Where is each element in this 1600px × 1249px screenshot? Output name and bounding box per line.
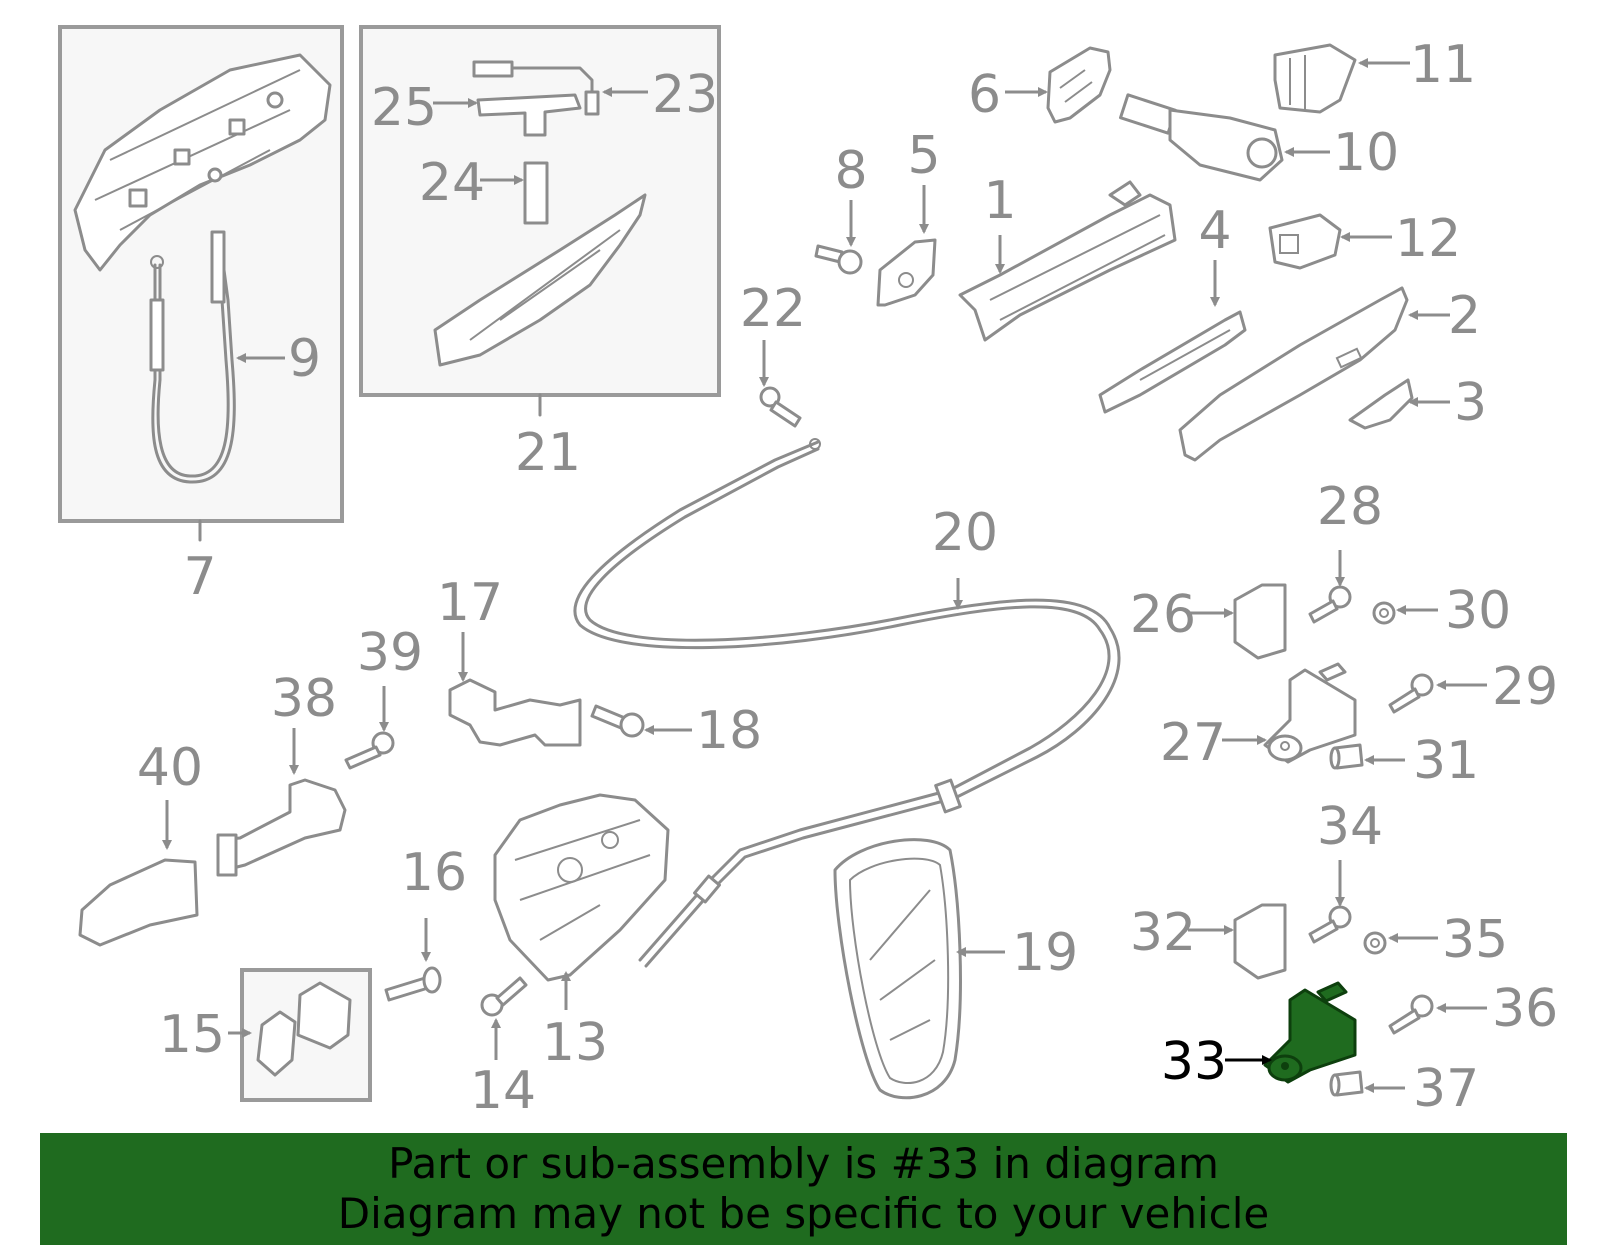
bracket-17-part — [448, 678, 582, 747]
bolt-28-part — [1308, 585, 1352, 624]
group-box-21 — [359, 25, 721, 417]
handle-frame-1-part — [958, 180, 1177, 342]
callout-23: 23 — [652, 65, 718, 125]
sleeve-37-part — [1329, 1070, 1364, 1097]
rod-4-part — [1098, 310, 1247, 414]
lock-cylinder-10-part — [1119, 93, 1284, 182]
clip-24-part — [523, 161, 549, 225]
latch-13-part — [493, 793, 670, 982]
callout-2: 2 — [1448, 286, 1481, 346]
bolt-34-part — [1308, 905, 1352, 944]
callout-3: 3 — [1454, 373, 1487, 433]
callout-14: 14 — [470, 1061, 536, 1121]
callout-26: 26 — [1130, 585, 1196, 645]
callout-33: 33 — [1161, 1032, 1227, 1092]
callout-24: 24 — [419, 153, 485, 213]
callout-40: 40 — [137, 738, 203, 798]
callout-16: 16 — [401, 843, 467, 903]
release-cable-part — [149, 230, 236, 484]
callout-4: 4 — [1198, 201, 1231, 261]
callout-20: 20 — [932, 503, 998, 563]
group-box-7 — [58, 25, 344, 542]
callout-28: 28 — [1317, 477, 1383, 537]
callout-25: 25 — [371, 78, 437, 138]
callout-21: 21 — [515, 423, 581, 483]
hinge-plate-32-part — [1233, 903, 1287, 980]
callout-10: 10 — [1333, 123, 1399, 183]
bolt-18-part — [590, 704, 645, 738]
callout-22: 22 — [740, 279, 806, 339]
callout-labels: 1 2 3 4 5 6 7 8 9 10 11 12 13 14 15 16 1… — [137, 35, 1558, 1121]
banner-line-2: Diagram may not be specific to your vehi… — [337, 1189, 1270, 1238]
cable-20-part — [573, 438, 1121, 968]
callout-11: 11 — [1410, 35, 1476, 95]
callout-12: 12 — [1395, 209, 1461, 269]
bolt-16-part — [384, 966, 442, 1002]
callout-19: 19 — [1012, 923, 1078, 983]
bracket-25-part — [476, 93, 582, 137]
bolt-29-part — [1388, 673, 1434, 714]
escutcheon-6-part — [1046, 46, 1112, 124]
bolt-39-part — [344, 731, 395, 770]
nut-35-part — [1363, 931, 1387, 955]
callout-37: 37 — [1413, 1059, 1479, 1119]
callout-18: 18 — [696, 701, 762, 761]
bolt-14-part — [480, 976, 528, 1017]
callout-7: 7 — [183, 547, 216, 607]
callout-27: 27 — [1160, 713, 1226, 773]
sleeve-31-part — [1329, 743, 1364, 770]
handle-carrier-part — [73, 53, 332, 272]
bolt-36-part — [1388, 994, 1434, 1035]
callout-15: 15 — [159, 1005, 225, 1065]
banner-line-1: Part or sub-assembly is #33 in diagram — [388, 1139, 1219, 1188]
callout-13: 13 — [542, 1013, 608, 1073]
bolt-22-part — [759, 386, 802, 428]
cap-11-part — [1273, 43, 1357, 114]
callout-34: 34 — [1317, 797, 1383, 857]
trim-3-part — [1348, 378, 1414, 430]
callout-9: 9 — [288, 329, 321, 389]
info-banner: Part or sub-assembly is #33 in diagram D… — [40, 1133, 1567, 1245]
sensor-wire-part — [472, 60, 600, 116]
leader-arrows — [162, 58, 1487, 1093]
callout-17: 17 — [437, 573, 503, 633]
callout-5: 5 — [907, 126, 940, 186]
cover-5-part — [876, 238, 937, 307]
callout-8: 8 — [834, 141, 867, 201]
callout-38: 38 — [271, 669, 337, 729]
callout-1: 1 — [983, 171, 1016, 231]
callout-36: 36 — [1492, 979, 1558, 1039]
outside-handle-2-part — [1178, 286, 1409, 462]
callout-6: 6 — [968, 65, 1001, 125]
link-38-part — [216, 778, 347, 877]
cover-40-part — [78, 858, 199, 947]
inside-handle-part — [433, 193, 647, 367]
callout-39: 39 — [357, 623, 423, 683]
callout-31: 31 — [1413, 731, 1479, 791]
bolt-8-part — [814, 244, 863, 275]
callout-30: 30 — [1445, 581, 1511, 641]
callout-32: 32 — [1130, 903, 1196, 963]
hinge-27-part — [1263, 662, 1357, 764]
callout-29: 29 — [1492, 657, 1558, 717]
seal-19-part — [833, 838, 962, 1100]
callout-35: 35 — [1442, 910, 1508, 970]
nut-30-part — [1372, 601, 1396, 625]
group-box-15 — [240, 968, 372, 1102]
hinge-plate-26-part — [1233, 583, 1287, 660]
hinge-33-highlighted-part — [1263, 981, 1357, 1084]
module-12-part — [1268, 213, 1342, 270]
